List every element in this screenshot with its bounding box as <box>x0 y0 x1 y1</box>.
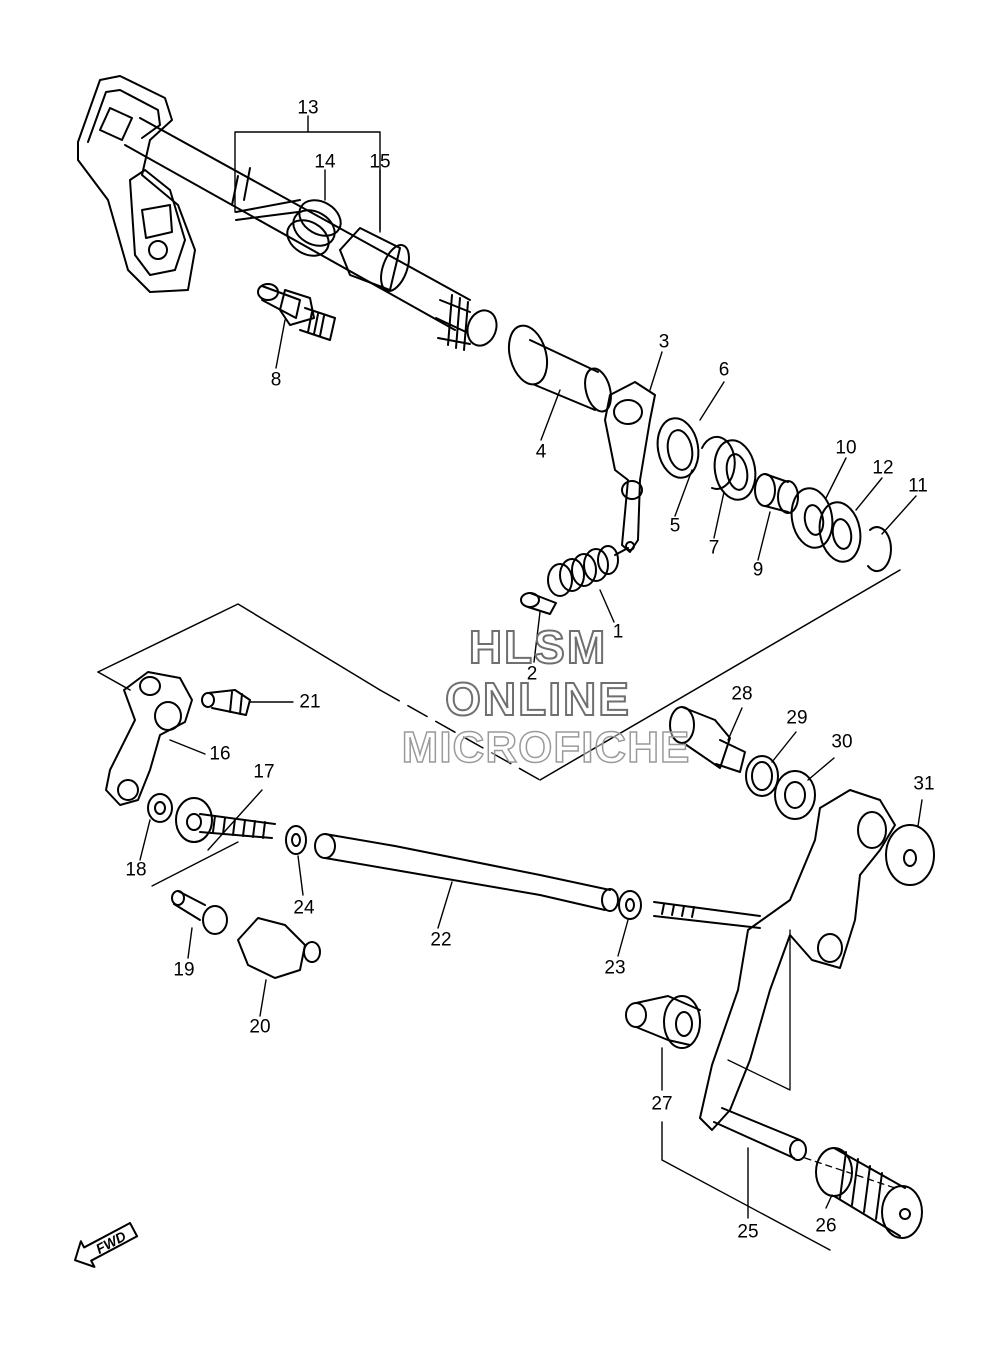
bolt-21 <box>201 689 251 716</box>
sleeve-4 <box>507 324 612 413</box>
callout-8: 8 <box>270 369 282 391</box>
shift-shaft-assembly <box>77 75 498 351</box>
callout-22: 22 <box>430 929 452 951</box>
shift-arm-16 <box>105 671 193 806</box>
callout-30: 30 <box>831 731 853 753</box>
assembly-outline <box>97 569 901 781</box>
callout-28: 28 <box>731 683 753 705</box>
bushing-27 <box>625 995 701 1049</box>
leader-lines-lower <box>139 701 923 1251</box>
bolt-19 <box>171 890 228 935</box>
callout-21: 21 <box>299 691 321 713</box>
callout-9: 9 <box>752 559 764 581</box>
bolt-8 <box>257 283 336 341</box>
washer-7 <box>713 439 757 501</box>
washer-31 <box>885 824 935 886</box>
spring-14 <box>235 199 342 257</box>
callout-18: 18 <box>125 859 147 881</box>
cap-20 <box>237 917 321 979</box>
shift-lever-3 <box>604 381 656 553</box>
leader-lines-upper <box>234 115 917 663</box>
callout-13: 13 <box>297 97 319 119</box>
callout-27: 27 <box>651 1093 673 1115</box>
fwd-arrow-icon: FWD <box>74 1222 139 1268</box>
callout-25: 25 <box>737 1221 759 1243</box>
spring-1 <box>547 545 629 597</box>
pedal-rubber-26 <box>815 1147 923 1239</box>
nut-24 <box>285 825 307 855</box>
callout-31: 31 <box>913 773 935 795</box>
bolt-28 <box>669 706 746 773</box>
threaded-rod <box>653 901 761 929</box>
washer-18 <box>147 793 173 823</box>
washer-30 <box>774 770 816 820</box>
callout-26: 26 <box>815 1215 837 1237</box>
callout-16: 16 <box>209 743 231 765</box>
watermark-line-3: MICROFICHE <box>401 723 691 772</box>
callout-29: 29 <box>786 707 808 729</box>
rod-end-17 <box>175 797 276 843</box>
seal-10 <box>790 487 834 549</box>
callout-15: 15 <box>369 151 391 173</box>
bearing-9 <box>754 473 799 514</box>
callout-1: 1 <box>612 621 624 643</box>
callout-19: 19 <box>173 959 195 981</box>
callout-4: 4 <box>535 441 547 463</box>
callout-2: 2 <box>526 663 538 685</box>
callout-7: 7 <box>708 537 720 559</box>
callout-17: 17 <box>253 761 275 783</box>
callout-12: 12 <box>872 457 894 479</box>
watermark-line-2: ONLINE <box>444 673 631 725</box>
washer-12 <box>818 501 862 563</box>
callout-10: 10 <box>835 437 857 459</box>
alignment-lines-lower <box>151 841 896 1189</box>
nut-23 <box>618 890 642 920</box>
pin-2 <box>520 592 557 615</box>
callout-6: 6 <box>718 359 730 381</box>
callout-20: 20 <box>249 1016 271 1038</box>
callout-14: 14 <box>314 151 336 173</box>
washer-29 <box>745 755 779 797</box>
shift-pedal-25 <box>699 789 896 1161</box>
washer-6 <box>656 417 700 479</box>
watermark-line-1: HLSM <box>468 621 608 673</box>
shift-rod-22 <box>314 833 619 912</box>
circlip-11 <box>867 526 892 573</box>
callout-24: 24 <box>293 897 315 919</box>
callout-5: 5 <box>669 515 681 537</box>
callout-11: 11 <box>908 475 928 497</box>
callout-3: 3 <box>658 331 670 353</box>
callout-23: 23 <box>604 957 626 979</box>
